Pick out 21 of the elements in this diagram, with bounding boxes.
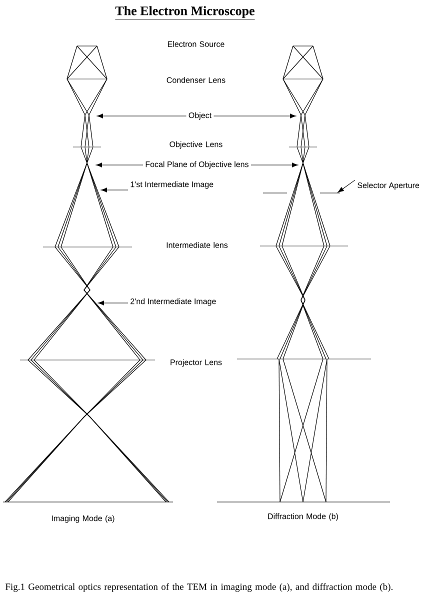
- lens-label: Projector Lens: [170, 359, 222, 367]
- lens-label: Objective Lens: [170, 141, 222, 149]
- leader-arrow: [98, 300, 128, 306]
- figure-caption: Fig.1 Geometrical optics representation of the TEM in imaging mode (a), and diffraction mode (b).: [5, 583, 393, 592]
- leader-arrow: [213, 114, 296, 118]
- leader-arrow: [338, 180, 356, 193]
- leader-arrow: [97, 114, 187, 118]
- title: The Electron Microscope: [115, 6, 255, 20]
- mode-caption: Diffraction Mode (b): [268, 513, 338, 521]
- leader-arrow: [96, 162, 144, 168]
- callout-label: Focal Plane of Objective lens: [146, 161, 248, 169]
- lens-label: Intermediate lens: [166, 242, 228, 248]
- callout-label: Object: [188, 112, 212, 120]
- leader-arrow: [250, 162, 298, 168]
- lens-label: Condenser Lens: [166, 77, 226, 83]
- lens-label: Electron Source: [168, 41, 224, 47]
- mode-caption: Imaging Mode (a): [52, 515, 114, 523]
- callout-label: 1'st Intermediate Image: [130, 181, 214, 189]
- leader-arrow: [101, 188, 128, 192]
- callout-label: 2'nd Intermediate Image: [130, 298, 216, 306]
- callout-label: Selector Aperture: [358, 182, 420, 190]
